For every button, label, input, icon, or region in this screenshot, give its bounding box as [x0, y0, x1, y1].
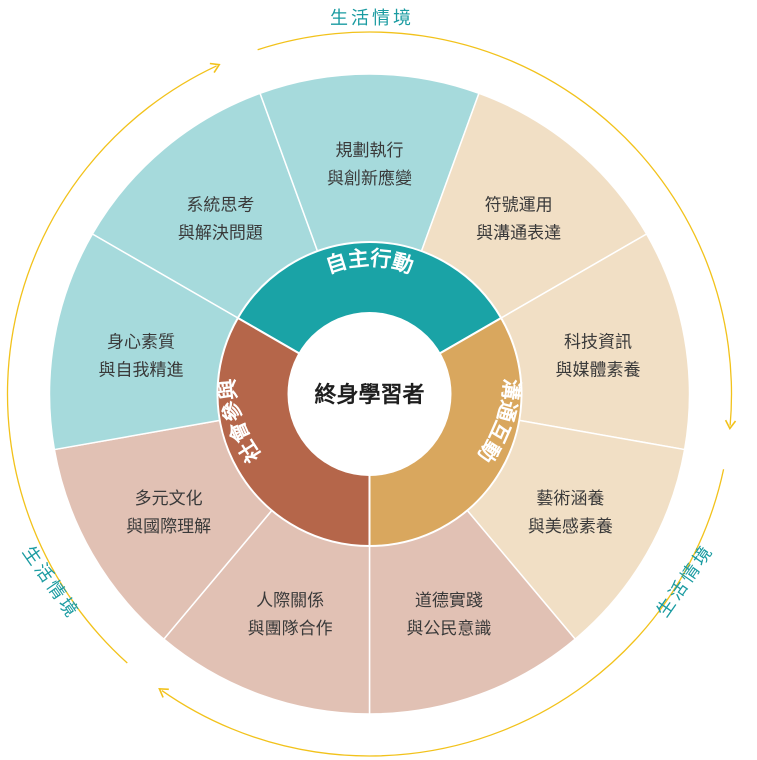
competency-label-line2: 與國際理解	[126, 517, 211, 537]
cycle-arrow	[6, 62, 221, 664]
competency-label-line1: 人際關係	[256, 591, 324, 611]
competency-label-line2: 與媒體素養	[555, 361, 640, 381]
cycle-arrow	[257, 31, 737, 431]
competency-label-line1: 身心素質	[107, 333, 175, 353]
context-label-right: 生活情境	[653, 540, 718, 621]
competency-label-line2: 與創新應變	[327, 168, 412, 189]
domain-ring	[216, 241, 523, 548]
competency-label-line1: 規劃執行	[336, 141, 404, 161]
competency-label-line1: 系統思考	[186, 195, 254, 215]
context-label-top: 生活情境	[330, 8, 414, 29]
competency-label-line2: 與團隊合作	[248, 619, 333, 639]
competency-label-line1: 道德實踐	[415, 591, 483, 611]
core-label: 終身學習者	[314, 382, 424, 408]
outer-sectors	[48, 73, 691, 715]
cycle-arrows	[6, 31, 737, 757]
competency-label-line1: 多元文化	[135, 489, 203, 509]
competency-label-line2: 與美感素養	[528, 517, 613, 537]
competency-label-line1: 藝術涵養	[536, 489, 604, 509]
core-disc	[287, 312, 452, 476]
competency-label-line1: 符號運用	[485, 195, 553, 215]
competency-label-line2: 與溝通表達	[476, 223, 561, 243]
context-label-left: 生活情境	[18, 542, 83, 623]
competency-label-line2: 與公民意識	[406, 619, 491, 639]
competency-label-line1: 科技資訊	[564, 333, 632, 353]
competency-label-line2: 與解決問題	[178, 223, 263, 243]
competency-label-line2: 與自我精進	[99, 361, 184, 381]
cycle-arrow	[158, 469, 725, 757]
